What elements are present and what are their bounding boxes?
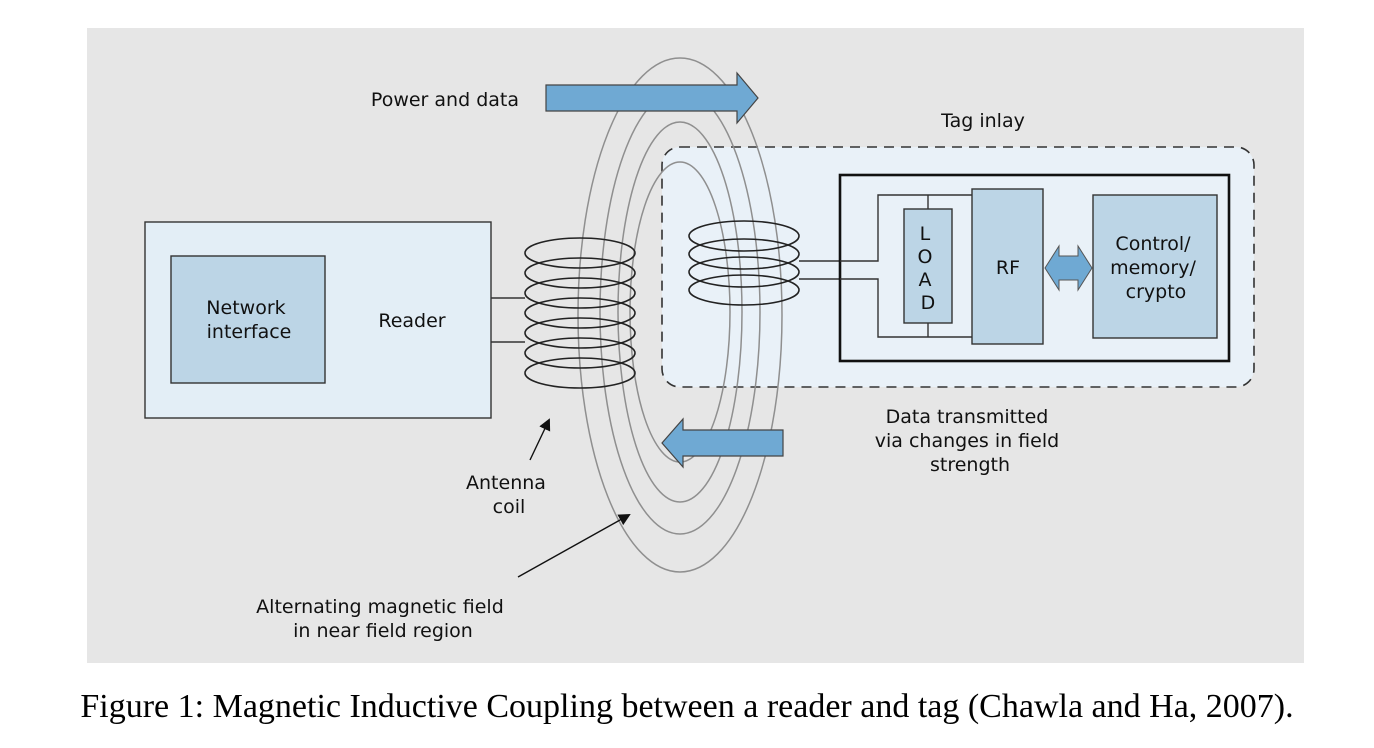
load-label: L O A D bbox=[917, 223, 938, 314]
rf-control-double-arrow bbox=[1044, 244, 1093, 292]
tag-inlay-label: Tag inlay bbox=[940, 110, 1025, 132]
rfid-coupling-diagram: Power and data Tag inlay Network interfa… bbox=[144, 57, 1255, 642]
tag-internal-wiring bbox=[840, 194, 972, 338]
rf-label: RF bbox=[996, 257, 1020, 279]
field-pointer bbox=[517, 514, 631, 578]
antenna-coil-label: Antenna coil bbox=[466, 472, 552, 518]
data-return-arrow bbox=[661, 417, 784, 469]
power-and-data-label: Power and data bbox=[371, 89, 519, 111]
antenna-coil-pointer bbox=[529, 418, 551, 461]
network-interface-label: Network interface bbox=[206, 297, 291, 343]
tag-antenna-coil bbox=[688, 220, 800, 306]
control-memory-crypto-box bbox=[1092, 194, 1218, 339]
alternating-field-label: Alternating magnetic field in near field… bbox=[256, 596, 510, 642]
load-box bbox=[903, 208, 953, 324]
reader-coil-wires bbox=[491, 297, 525, 343]
network-interface-box bbox=[170, 255, 326, 384]
reader-antenna-coil bbox=[524, 237, 636, 389]
data-transmitted-label: Data transmitted via changes in field st… bbox=[875, 406, 1065, 476]
tag-coil-wires bbox=[799, 260, 840, 280]
rf-box bbox=[971, 188, 1044, 345]
reader-label: Reader bbox=[378, 310, 445, 332]
control-memory-crypto-label: Control/ memory/ crypto bbox=[1110, 233, 1202, 303]
power-and-data-arrow bbox=[545, 71, 759, 125]
figure-caption: Figure 1: Magnetic Inductive Coupling be… bbox=[80, 688, 1294, 725]
